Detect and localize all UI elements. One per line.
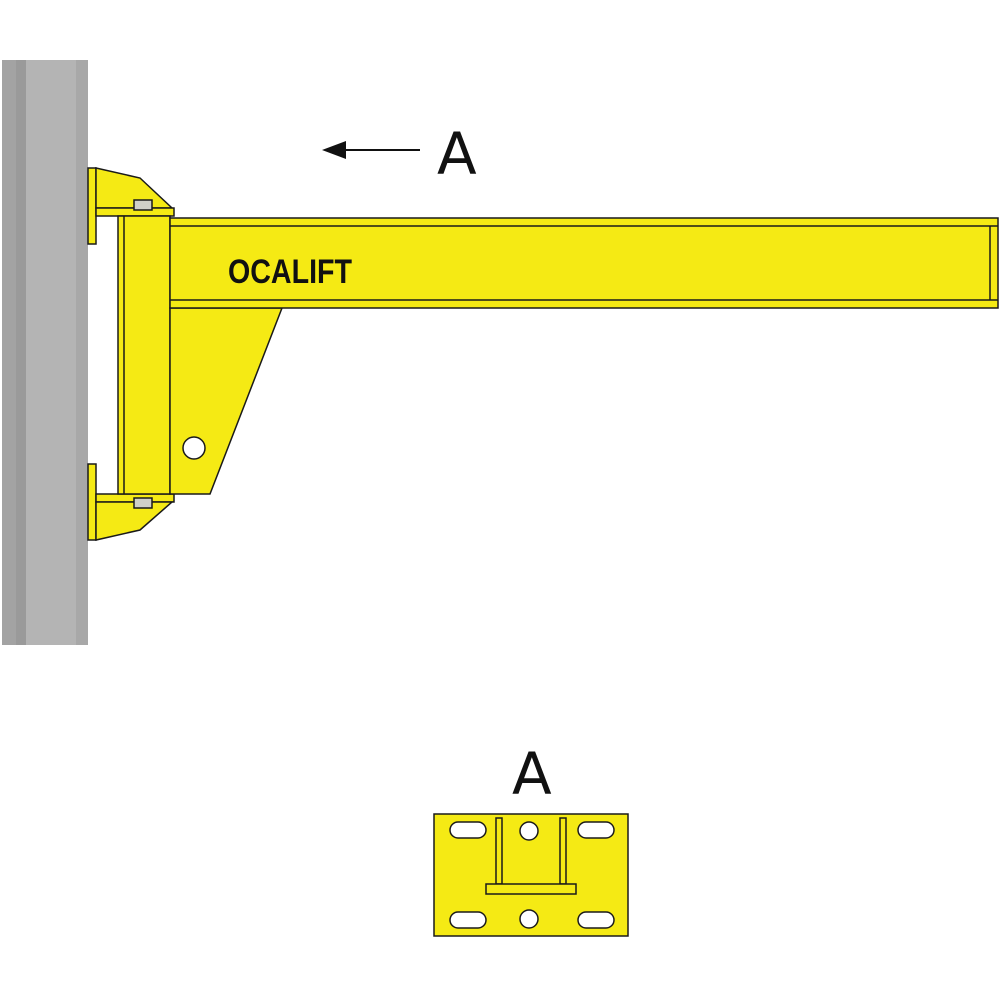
view-arrow-label: A — [437, 120, 477, 188]
wall-column — [2, 60, 88, 645]
vertical-mast — [117, 215, 171, 495]
lower-bracket-plate — [87, 463, 97, 541]
slot-top-left — [449, 821, 487, 839]
jib-boom — [169, 217, 999, 309]
gusset-hole — [182, 436, 206, 460]
upper-wall-bracket — [87, 167, 175, 245]
lower-wall-bracket — [87, 463, 175, 541]
column-flange-right — [76, 60, 88, 645]
upper-bolt — [133, 199, 153, 211]
rib-right — [559, 817, 567, 885]
arrow-head-icon — [322, 141, 346, 159]
view-arrow — [322, 141, 420, 159]
detail-mounting-plate — [433, 813, 629, 937]
mast-body — [117, 215, 171, 495]
rib-left — [495, 817, 503, 885]
slot-top-right — [577, 821, 615, 839]
base-bar — [485, 883, 577, 895]
lower-bolt — [133, 497, 153, 509]
hole-top — [519, 821, 539, 841]
slot-bottom-right — [577, 911, 615, 929]
column-web-shade — [16, 60, 26, 645]
upper-bracket-plate — [87, 167, 97, 245]
brand-label: OCALIFT — [228, 253, 352, 291]
support-gusset — [169, 307, 284, 495]
column-flange-left — [2, 60, 16, 645]
detail-view-label: A — [512, 740, 552, 808]
gusset-plate — [169, 307, 284, 495]
hole-bottom — [519, 909, 539, 929]
boom-body — [169, 217, 999, 309]
slot-bottom-left — [449, 911, 487, 929]
